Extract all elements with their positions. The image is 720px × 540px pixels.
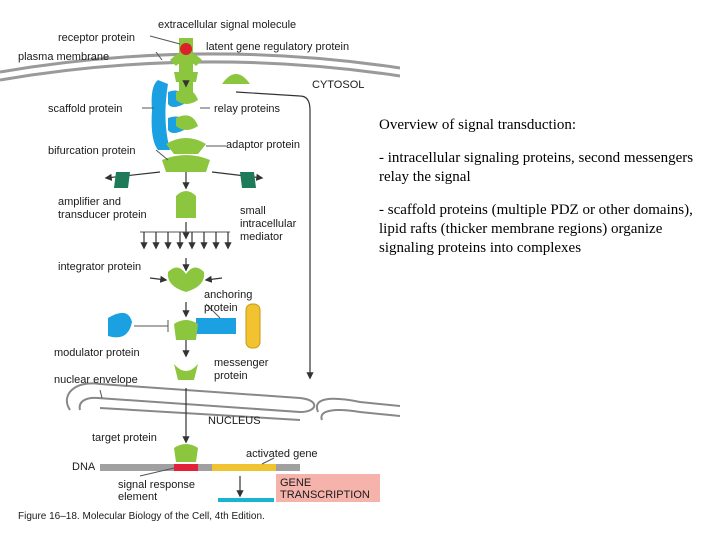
label-small-2: intracellular (240, 218, 297, 230)
pathway-protein-shape (174, 320, 198, 340)
label-anchoring-2: protein (204, 302, 238, 314)
integrator-protein-shape (149, 267, 223, 292)
label-messenger-2: protein (214, 370, 248, 382)
label-gene-transcription-2: TRANSCRIPTION (280, 489, 370, 501)
text-panel: Overview of signal transduction: - intra… (379, 116, 699, 272)
receptor-protein-shape (170, 38, 202, 98)
label-target-protein: target protein (92, 432, 157, 444)
label-small-1: small (240, 205, 266, 217)
label-amplifier-2: transducer protein (58, 209, 147, 221)
dna-strand (100, 464, 300, 471)
label-activated-gene: activated gene (246, 448, 318, 460)
gene-transcription-box (276, 474, 380, 502)
anchoring-protein-shape (196, 303, 261, 349)
panel-heading: Overview of signal transduction: (379, 117, 577, 133)
label-signal-response-2: element (118, 491, 157, 503)
label-extracellular-signal: extracellular signal molecule (158, 19, 296, 31)
modulator-protein-shape (108, 312, 169, 338)
small-mediator-arrows (140, 231, 232, 250)
main-axis-arrows (182, 80, 244, 498)
label-small-3: mediator (240, 231, 283, 243)
label-relay-proteins: relay proteins (214, 103, 281, 115)
label-messenger-1: messenger (214, 357, 269, 369)
amplifier-side-shapes (104, 171, 264, 188)
bifurcation-protein-shape (162, 155, 210, 172)
label-cytosol: CYTOSOL (312, 79, 364, 91)
label-dna: DNA (72, 461, 96, 473)
target-protein-shape (174, 444, 198, 462)
amplifier-transducer-shape (176, 191, 196, 218)
label-integrator-protein: integrator protein (58, 261, 141, 273)
leader-lines (99, 35, 275, 477)
messenger-protein-shape (174, 364, 198, 380)
signal-transduction-diagram: receptor protein extracellular signal mo… (0, 19, 400, 522)
label-bifurcation-protein: bifurcation protein (48, 145, 135, 157)
label-gene-transcription-1: GENE (280, 477, 311, 489)
label-latent-gene: latent gene regulatory protein (206, 41, 349, 53)
figure-caption: Figure 16–18. Molecular Biology of the C… (18, 511, 265, 522)
label-scaffold-protein: scaffold protein (48, 103, 122, 115)
panel-point-2: - scaffold proteins (multiple PDZ or oth… (379, 202, 693, 256)
adaptor-protein-shape (166, 138, 206, 154)
label-anchoring-1: anchoring (204, 289, 252, 301)
label-signal-response-1: signal response (118, 479, 195, 491)
label-amplifier-1: amplifier and (58, 196, 121, 208)
plasma-membrane (0, 52, 400, 82)
label-nucleus: NUCLEUS (208, 415, 261, 427)
label-plasma-membrane: plasma membrane (18, 51, 109, 63)
transcript-bar (218, 498, 274, 502)
label-nuclear-envelope: nuclear envelope (54, 374, 138, 386)
label-adaptor-protein: adaptor protein (226, 139, 300, 151)
relay-proteins-shapes (176, 89, 198, 130)
panel-point-1: - intracellular signaling proteins, seco… (379, 150, 694, 185)
extracellular-signal-molecule-dot (180, 43, 192, 55)
label-modulator-protein: modulator protein (54, 347, 140, 359)
label-receptor-protein: receptor protein (58, 32, 135, 44)
latent-pathway-arrow (235, 91, 314, 380)
nuclear-envelope (65, 382, 400, 421)
latent-gene-regulatory-shape (222, 74, 250, 84)
